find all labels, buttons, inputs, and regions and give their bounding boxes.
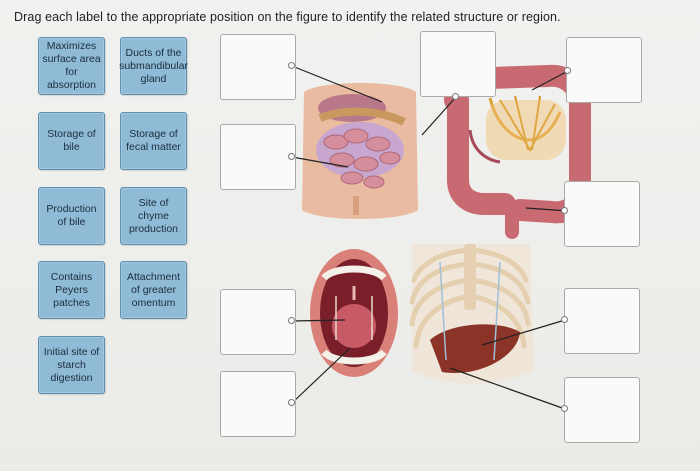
drop-target-3[interactable]	[420, 31, 496, 97]
label-production-of-bile[interactable]: Production of bile	[38, 187, 105, 245]
leader-endpoint-dot	[564, 67, 571, 74]
drop-target-2[interactable]	[220, 124, 296, 190]
leader-endpoint-dot	[561, 207, 568, 214]
leader-endpoint-dot	[561, 316, 568, 323]
instructions-text: Drag each label to the appropriate posit…	[14, 10, 561, 24]
label-attachment-greater-omentum[interactable]: Attachment of greater omentum	[120, 261, 187, 319]
leader-lines	[291, 65, 569, 410]
small-intestine-illustration	[302, 83, 418, 219]
drop-target-4[interactable]	[566, 37, 642, 103]
drop-target-1[interactable]	[220, 34, 296, 100]
leader-endpoint-dot	[561, 405, 568, 412]
mouth-illustration	[310, 249, 398, 377]
label-maximizes-surface-area[interactable]: Maximizes surface area for absorption	[38, 37, 105, 95]
leader-endpoint-dot	[288, 317, 295, 324]
drop-target-8[interactable]	[564, 288, 640, 354]
label-site-of-chyme-production[interactable]: Site of chyme production	[120, 187, 187, 245]
label-storage-of-fecal-matter[interactable]: Storage of fecal matter	[120, 112, 187, 170]
label-initial-site-starch-digestion[interactable]: Initial site of starch digestion	[38, 336, 105, 394]
drop-target-6[interactable]	[220, 289, 296, 355]
label-storage-of-bile[interactable]: Storage of bile	[38, 112, 105, 170]
drop-target-5[interactable]	[564, 181, 640, 247]
label-ducts-submandibular[interactable]: Ducts of the submandibular gland	[119, 37, 188, 95]
ribcage-liver-illustration	[409, 244, 534, 384]
leader-endpoint-dot	[288, 399, 295, 406]
leader-endpoint-dot	[288, 62, 295, 69]
leader-endpoint-dot	[288, 153, 295, 160]
leader-endpoint-dot	[452, 93, 459, 100]
drop-target-7[interactable]	[220, 371, 296, 437]
drop-target-9[interactable]	[564, 377, 640, 443]
label-contains-peyers-patches[interactable]: Contains Peyers patches	[38, 261, 105, 319]
